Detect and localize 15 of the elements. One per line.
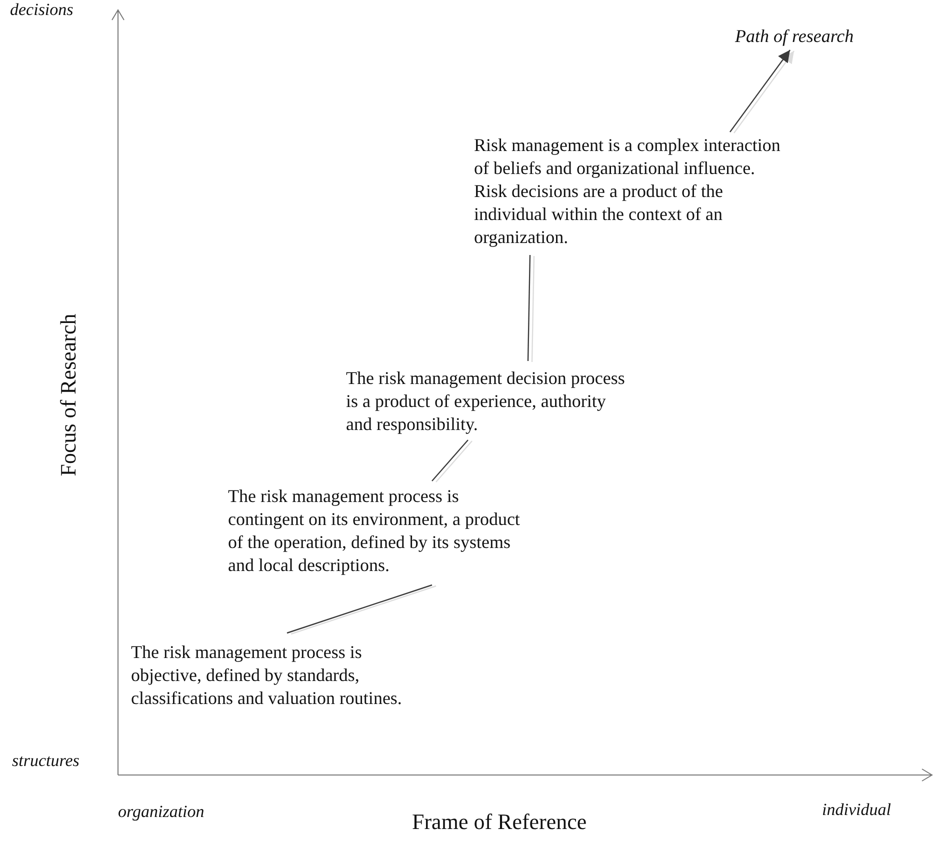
- connector-line: [432, 440, 468, 482]
- connector-line: [527, 254, 531, 362]
- stage-text: The risk management process is objective, defined by standards, classifications and valuation routines.: [131, 641, 421, 710]
- axis-end-label: structures: [12, 751, 80, 771]
- stage-text: The risk management process is contingent on its environment, a product of the operation, defined by its systems and local descriptions.: [228, 485, 528, 577]
- axis-title: Frame of Reference: [412, 809, 587, 835]
- connector-line: [286, 584, 432, 634]
- stage-text: Risk management is a complex interaction of beliefs and organizational influence. Risk decisions are a product of the individual within the context of an organization.: [474, 134, 784, 249]
- path-label: Path of research: [735, 25, 854, 48]
- axis-end-label: decisions: [10, 0, 74, 20]
- axis-end-label: individual: [822, 800, 891, 820]
- axis-end-label: organization: [118, 802, 204, 822]
- arrow: [730, 50, 790, 132]
- stage-text: The risk management decision process is a product of experience, authority and responsibility.: [346, 367, 626, 436]
- axis-title: Focus of Research: [54, 314, 81, 476]
